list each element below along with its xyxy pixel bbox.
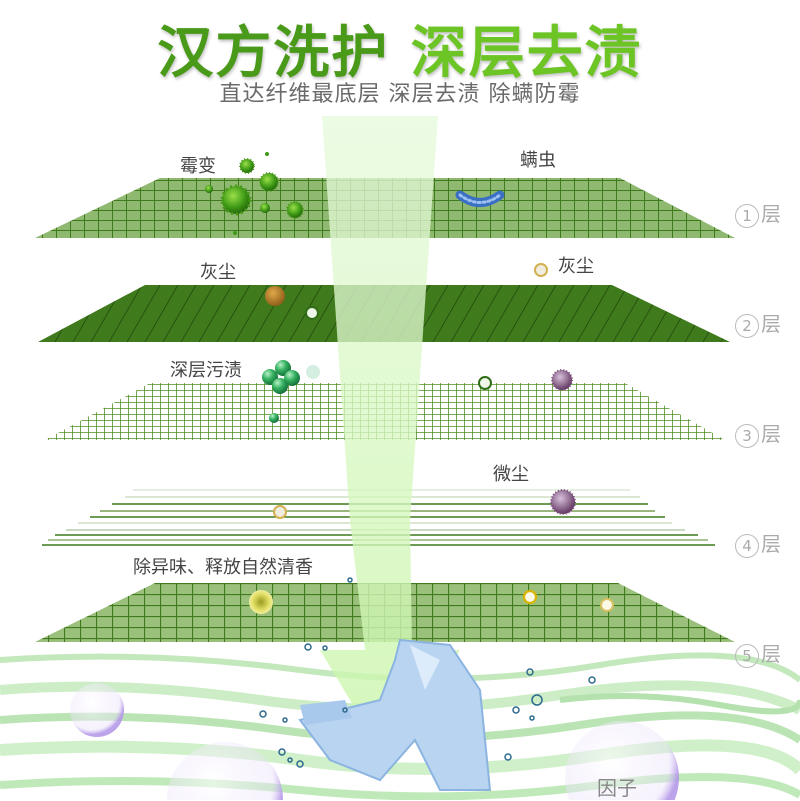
bubble-label: 因子 xyxy=(597,776,637,800)
label-deep-stain: 深层污渍 xyxy=(170,360,242,381)
fragrance-flower xyxy=(249,590,273,614)
bubble-left-large xyxy=(167,742,283,800)
fragrance-particle-1 xyxy=(522,589,538,605)
label-dust-left: 灰尘 xyxy=(200,262,236,283)
bubble-right xyxy=(565,721,679,800)
micro-dust-yellow xyxy=(273,505,287,519)
main-title: 汉方洗护 深层去渍 xyxy=(0,8,800,89)
title-part-2: 深层去渍 xyxy=(410,21,643,86)
label-mold: 霉变 xyxy=(180,156,216,177)
dust-particle-brown xyxy=(265,286,285,306)
dust-particle-yellow xyxy=(534,263,548,277)
label-dust-right: 灰尘 xyxy=(558,256,594,277)
dust-particle-white xyxy=(305,306,319,320)
shirt-illustration xyxy=(298,638,492,791)
layer-number-5: 5 xyxy=(735,643,759,668)
label-deodorize: 除异味、释放自然清香 xyxy=(133,557,313,578)
title-part-1: 汉方洗护 xyxy=(157,21,390,86)
subtitle: 直达纤维最底层 深层去渍 除螨防霉 xyxy=(219,82,581,107)
water-droplets xyxy=(259,577,596,768)
layer-number-2: 2 xyxy=(735,313,759,338)
micro-dust-purple xyxy=(550,489,576,515)
label-mite: 螨虫 xyxy=(520,150,556,171)
fragrance-particle-2 xyxy=(600,598,614,612)
down-arrow xyxy=(320,116,460,770)
layer-number-3: 3 xyxy=(735,423,759,448)
mold-virus-cluster xyxy=(205,152,304,235)
stain-particle-white xyxy=(478,376,492,390)
layer-number-4: 4 xyxy=(735,533,759,558)
bubble-left-small xyxy=(70,683,124,737)
stain-particle-purple xyxy=(551,369,573,391)
layer-number-1: 1 xyxy=(735,203,759,228)
dust-mite xyxy=(455,190,505,207)
label-micro-dust: 微尘 xyxy=(493,464,529,485)
deep-stain-cluster xyxy=(262,360,320,423)
